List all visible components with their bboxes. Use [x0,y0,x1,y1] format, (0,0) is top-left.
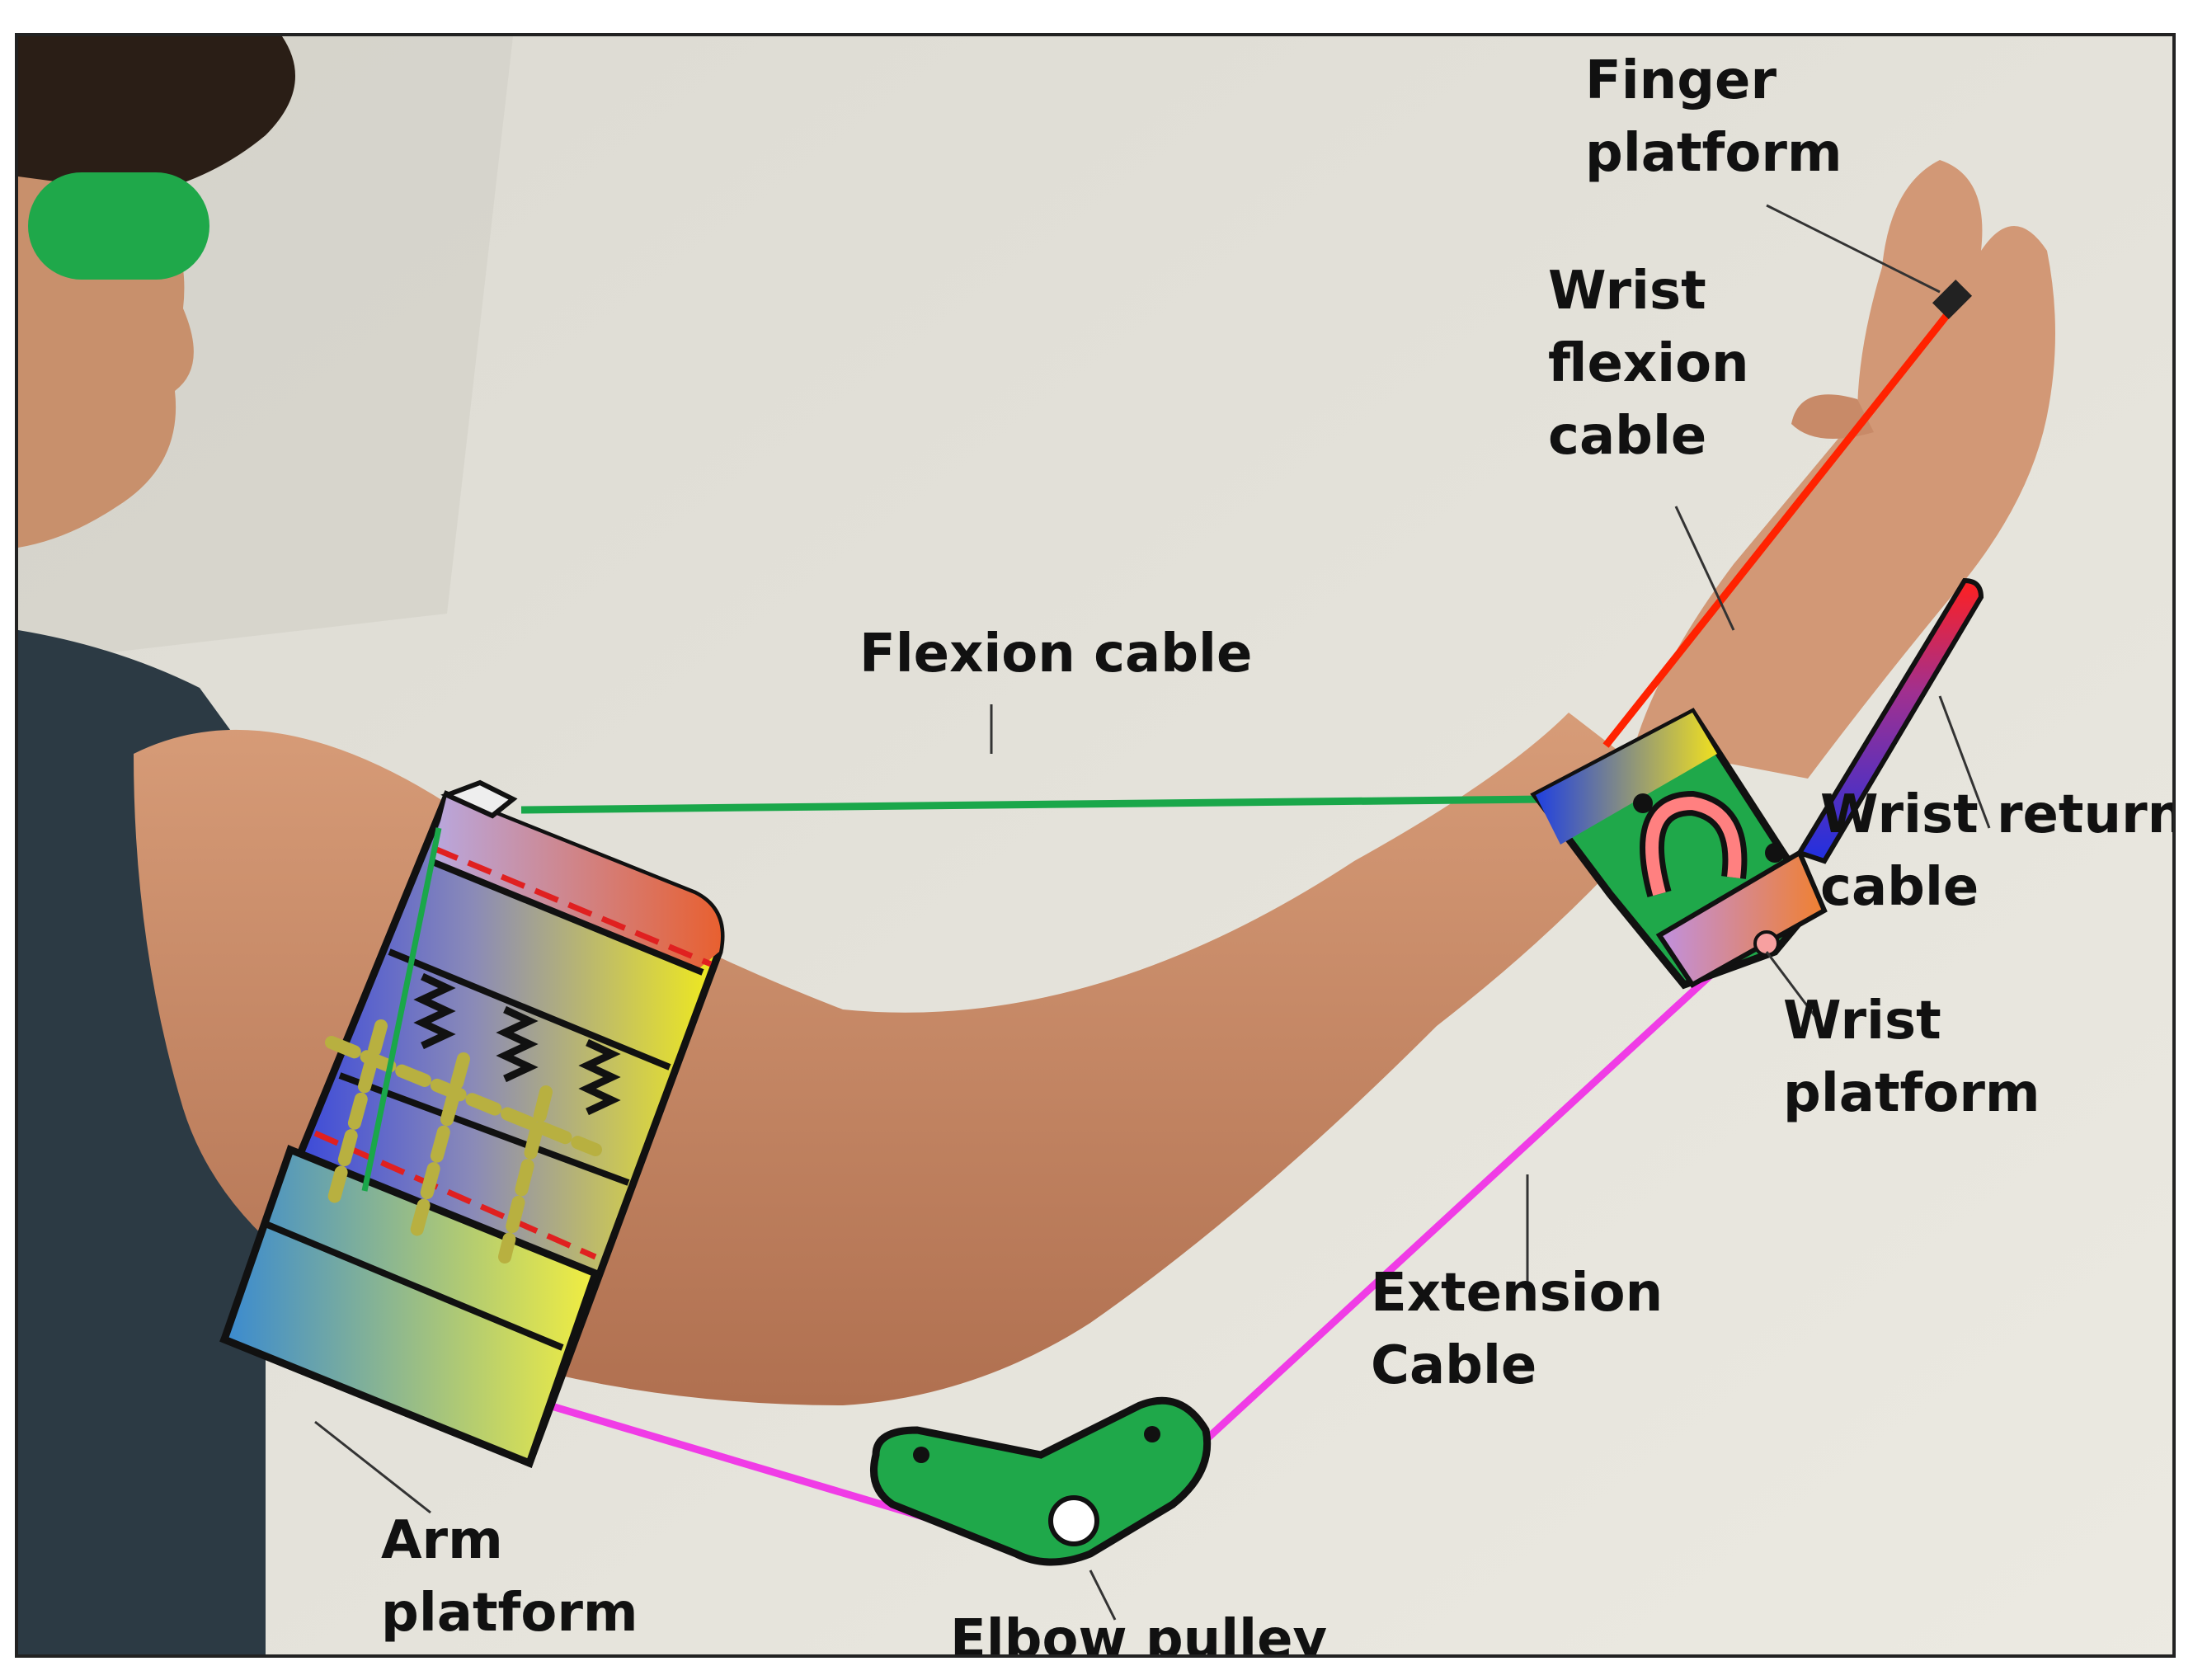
wrist-flexion-cable-label: Wrist flexion cable [1548,261,1749,467]
leader-lines [314,204,1991,1621]
finger-platform-part [1932,279,1973,320]
hair [18,36,295,201]
wrist-flexion-cable-line [1602,306,1955,748]
elbow-pulley-label: Elbow pulley [950,1609,1328,1658]
arm-platform-label: Arm platform [381,1510,638,1644]
eye-mask [28,172,209,280]
arm-exoskeleton-illustration [18,36,2172,1654]
wrist-return-cable-label: Wrist return cable [1820,784,2176,918]
arm-platform-part [219,779,725,1468]
wrist-platform-part [1530,708,1828,990]
wrist-platform-label: Wrist platform [1783,991,2040,1124]
wrist-return-cable-line [1795,577,1984,864]
extension-cable-label: Extension Cable [1371,1263,1664,1396]
diagram-frame: Finger platform Wrist flexion cable Flex… [15,33,2176,1658]
flexion-cable-line [520,795,1545,814]
elbow-pulley-part [870,1396,1212,1566]
finger-platform-label: Finger platform [1585,50,1842,184]
flexion-cable-label: Flexion cable [859,624,1253,685]
